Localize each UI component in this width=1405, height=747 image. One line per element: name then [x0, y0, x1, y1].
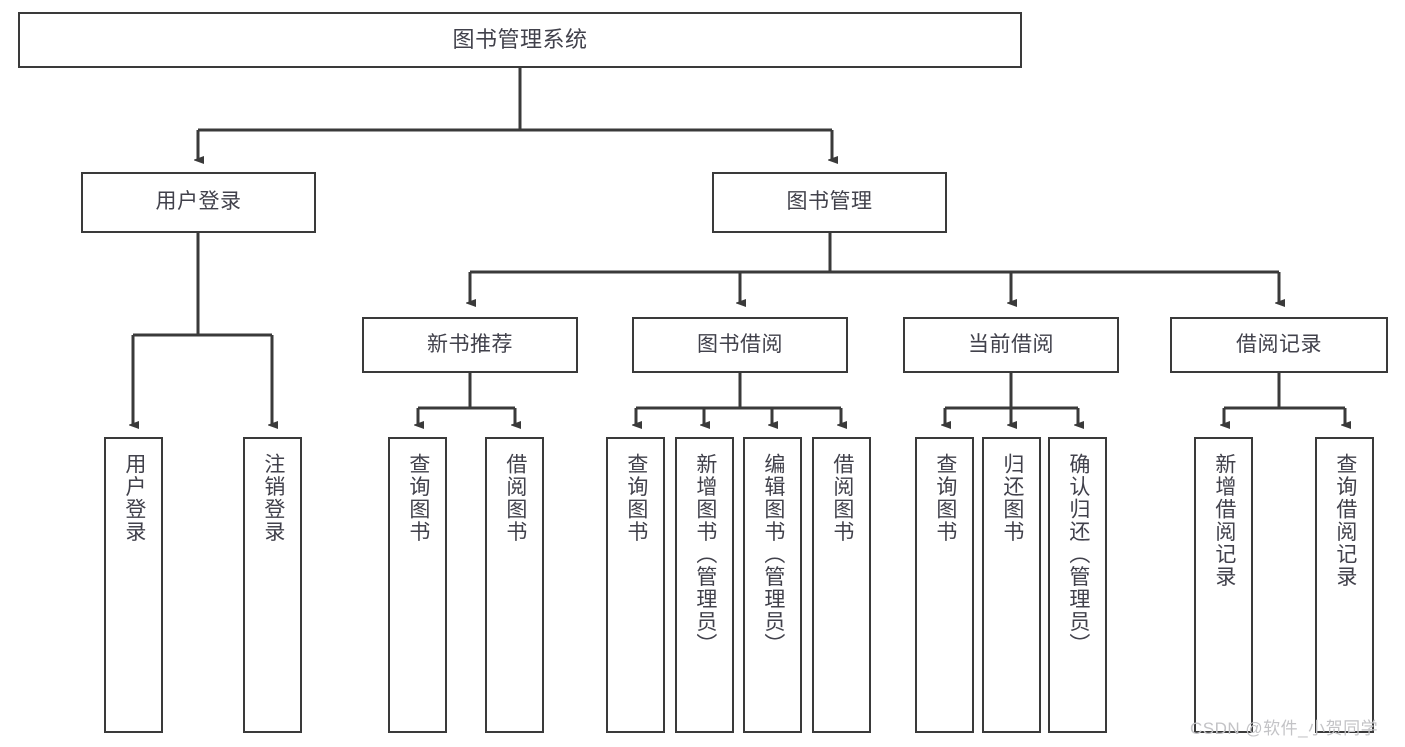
node-label: 图书管理系统 [452, 27, 588, 53]
node-current-borrow[interactable]: 当前借阅 [903, 317, 1119, 373]
leaf-edit-book-admin[interactable]: 编辑图书（管理员） [743, 437, 802, 733]
node-label: 新增图书（管理员） [693, 453, 717, 656]
leaf-query-borrow-record[interactable]: 查询借阅记录 [1315, 437, 1374, 733]
node-label: 查询图书 [933, 453, 957, 543]
leaf-borrow-book-recommend[interactable]: 借阅图书 [485, 437, 544, 733]
leaf-borrow-book[interactable]: 借阅图书 [812, 437, 871, 733]
node-book-management[interactable]: 图书管理 [712, 172, 947, 233]
node-label: 用户登录 [155, 190, 242, 214]
node-label: 查询借阅记录 [1333, 453, 1357, 588]
node-label: 确认归还（管理员） [1066, 453, 1090, 656]
node-new-book-recommend[interactable]: 新书推荐 [362, 317, 578, 373]
node-label: 编辑图书（管理员） [761, 453, 785, 656]
node-borrow-record[interactable]: 借阅记录 [1170, 317, 1388, 373]
leaf-query-book-recommend[interactable]: 查询图书 [388, 437, 447, 733]
node-label: 查询图书 [406, 453, 430, 543]
watermark: CSDN @软件_小贺同学 [1190, 719, 1379, 738]
node-label: 当前借阅 [968, 332, 1054, 356]
node-label: 用户登录 [122, 453, 146, 543]
leaf-user-login[interactable]: 用户登录 [104, 437, 163, 733]
node-label: 新书推荐 [427, 332, 513, 356]
leaf-add-book-admin[interactable]: 新增图书（管理员） [675, 437, 734, 733]
node-user-login[interactable]: 用户登录 [81, 172, 316, 233]
leaf-add-borrow-record[interactable]: 新增借阅记录 [1194, 437, 1253, 733]
node-label: 借阅图书 [830, 453, 854, 543]
node-label: 新增借阅记录 [1212, 453, 1236, 588]
node-book-borrow[interactable]: 图书借阅 [632, 317, 848, 373]
node-label: 图书借阅 [697, 332, 783, 356]
node-label: 借阅记录 [1236, 332, 1322, 356]
node-label: 查询图书 [624, 453, 648, 543]
node-label: 图书管理 [786, 190, 873, 214]
node-root-book-management-system[interactable]: 图书管理系统 [18, 12, 1022, 68]
leaf-query-book-current[interactable]: 查询图书 [915, 437, 974, 733]
leaf-query-book-borrow[interactable]: 查询图书 [606, 437, 665, 733]
node-label: 注销登录 [261, 453, 285, 543]
leaf-return-book[interactable]: 归还图书 [982, 437, 1041, 733]
leaf-confirm-return-admin[interactable]: 确认归还（管理员） [1048, 437, 1107, 733]
node-label: 借阅图书 [503, 453, 527, 543]
leaf-logout-login[interactable]: 注销登录 [243, 437, 302, 733]
node-label: 归还图书 [1000, 453, 1024, 543]
